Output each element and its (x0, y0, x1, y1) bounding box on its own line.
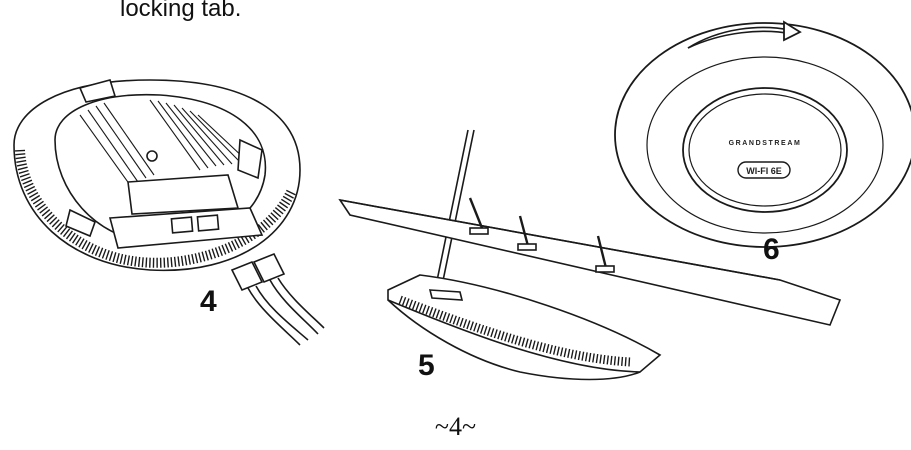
instruction-text: locking tab. (120, 0, 242, 22)
page-number: ~4~ (434, 412, 477, 441)
ap-underside-illustration (13, 79, 325, 346)
brand-logo-text: GRANDSTREAM (729, 140, 802, 147)
mounted-ap-illustration (614, 20, 911, 248)
wifi-badge-text: WI-FI 6E (746, 166, 782, 176)
step-5-label: 5 (418, 349, 435, 382)
step-6-label: 6 (763, 233, 780, 266)
step-4-label: 4 (200, 285, 217, 318)
ceiling-mount-illustration (338, 129, 842, 381)
